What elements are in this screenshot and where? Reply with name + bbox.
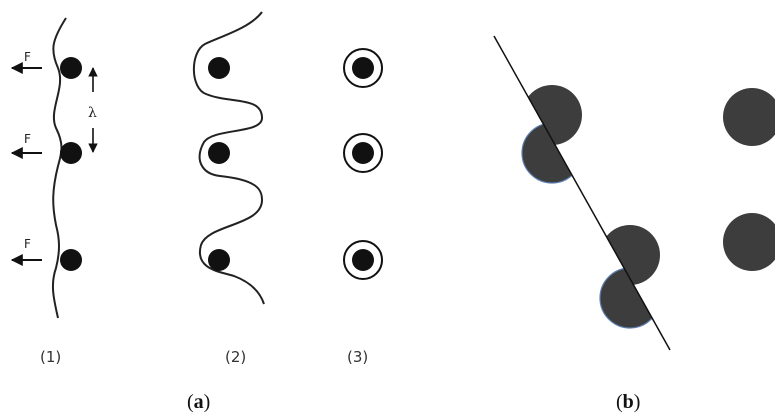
panel-b-caption: (b): [616, 391, 640, 413]
particle: [60, 57, 82, 79]
whole-disk: [723, 88, 775, 146]
panel-b: (b): [493, 35, 775, 413]
particle: [208, 249, 230, 271]
caption-open: (: [616, 391, 623, 413]
force-label: F: [24, 50, 31, 64]
stage-2: (2): [192, 11, 265, 366]
whole-disk: [723, 213, 775, 271]
caption-letter-b: b: [623, 391, 634, 413]
particle: [60, 249, 82, 271]
caption-open: (: [187, 391, 194, 413]
stage-3: (3): [343, 48, 383, 366]
particle: [352, 249, 374, 271]
wavelength-label: λ: [88, 105, 97, 121]
membrane-stage-2: [192, 11, 265, 305]
caption-close: ): [634, 391, 641, 413]
vesicle-ring: [343, 133, 383, 173]
vesicle-ring: [343, 48, 383, 88]
particle: [208, 57, 230, 79]
stage-label-2: (2): [225, 348, 246, 366]
stage-label-3: (3): [347, 348, 368, 366]
force-label: F: [24, 237, 31, 251]
panel-a-caption: (a): [187, 391, 210, 413]
caption-close: ): [204, 391, 211, 413]
particle: [352, 142, 374, 164]
split-disk-upper: [521, 85, 583, 184]
vesicle-ring: [343, 240, 383, 280]
stage-label-1: (1): [40, 348, 61, 366]
panel-a: F F F λ (1) (2) (3) (a): [10, 11, 383, 413]
membrane-stage-1: [51, 17, 67, 319]
caption-letter-a: a: [194, 391, 204, 413]
particle: [352, 57, 374, 79]
particle: [208, 142, 230, 164]
cleavage-line: [493, 35, 671, 351]
stage-1: F F F λ (1): [10, 17, 98, 366]
particle: [60, 142, 82, 164]
force-label: F: [24, 132, 31, 146]
